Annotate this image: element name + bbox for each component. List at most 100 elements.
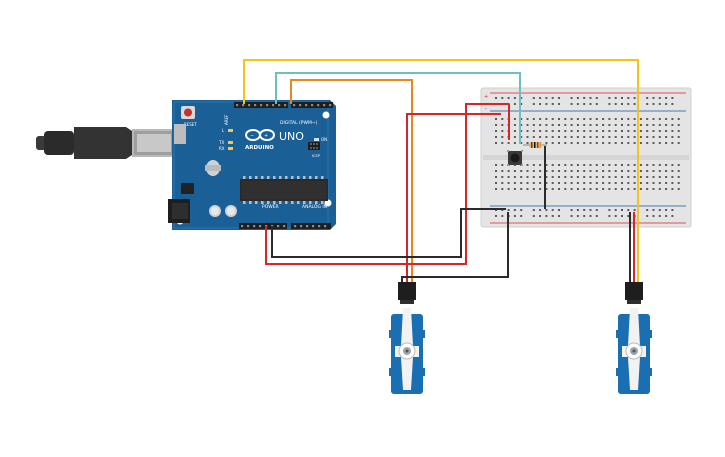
terminal-hole xyxy=(671,188,674,190)
header-pin xyxy=(277,225,280,228)
terminal-hole xyxy=(677,176,680,178)
led-tx xyxy=(228,141,233,144)
wire-red[interactable] xyxy=(406,113,501,284)
terminal-hole xyxy=(621,176,623,178)
terminal-hole xyxy=(564,176,567,178)
arduino-uno-board[interactable]: RESET AREF DIGITAL (PWM~) L TX RX − + AR… xyxy=(168,100,336,230)
header-pin xyxy=(318,225,321,228)
terminal-hole xyxy=(646,182,649,184)
wire-orange[interactable] xyxy=(290,79,413,284)
terminal-hole xyxy=(589,142,592,144)
terminal-hole xyxy=(495,142,497,144)
terminal-hole xyxy=(677,188,680,190)
rail-hole xyxy=(539,215,542,217)
led-l xyxy=(228,129,233,132)
terminal-hole xyxy=(665,176,668,178)
terminal-hole xyxy=(558,188,560,190)
terminal-hole xyxy=(608,118,611,120)
terminal-hole xyxy=(646,118,649,120)
terminal-hole xyxy=(595,182,598,184)
terminal-hole xyxy=(589,130,592,132)
terminal-hole xyxy=(627,136,630,138)
terminal-hole xyxy=(658,142,661,144)
header-pin xyxy=(247,225,250,228)
chip-pin xyxy=(309,201,312,204)
terminal-hole xyxy=(614,118,617,120)
wire-black[interactable] xyxy=(271,208,506,258)
terminal-hole xyxy=(526,176,529,178)
servo-left[interactable] xyxy=(389,282,425,394)
rail-hole xyxy=(558,103,560,105)
rail-hole xyxy=(570,209,573,211)
terminal-hole xyxy=(513,124,516,126)
terminal-hole xyxy=(608,182,611,184)
terminal-hole xyxy=(608,124,611,126)
rail-hole xyxy=(621,103,623,105)
rail-hole xyxy=(551,97,554,99)
rail-hole xyxy=(646,103,649,105)
wire-cyan[interactable] xyxy=(275,72,521,144)
pushbutton[interactable] xyxy=(507,150,523,166)
rail-hole xyxy=(614,209,617,211)
terminal-hole xyxy=(570,124,573,126)
wire-yellow[interactable] xyxy=(243,59,639,284)
terminal-hole xyxy=(576,130,579,132)
header-pin xyxy=(294,225,297,228)
terminal-hole xyxy=(539,170,542,172)
header-pin xyxy=(306,225,309,228)
power-jack[interactable] xyxy=(168,199,190,223)
rail-hole xyxy=(652,215,655,217)
rail-hole xyxy=(614,103,617,105)
terminal-hole xyxy=(526,142,529,144)
terminal-hole xyxy=(646,176,649,178)
terminal-hole xyxy=(658,164,661,166)
terminal-hole xyxy=(602,164,605,166)
wire-red[interactable] xyxy=(265,103,509,265)
rail-hole xyxy=(614,215,617,217)
reset-button[interactable] xyxy=(181,106,195,119)
terminal-hole xyxy=(633,130,636,132)
terminal-hole xyxy=(633,118,636,120)
header-pin xyxy=(272,104,275,107)
rail-hole xyxy=(627,103,630,105)
usb-cable[interactable] xyxy=(36,127,176,159)
terminal-hole xyxy=(602,182,605,184)
chip-pin xyxy=(285,201,288,204)
terminal-hole xyxy=(614,124,617,126)
terminal-hole xyxy=(564,130,567,132)
terminal-hole xyxy=(627,142,630,144)
atmega-chip xyxy=(240,179,328,201)
terminal-hole xyxy=(545,124,548,126)
terminal-hole xyxy=(602,188,605,190)
terminal-hole xyxy=(570,188,573,190)
chip-pin xyxy=(243,176,246,179)
terminal-hole xyxy=(526,136,529,138)
resistor[interactable] xyxy=(523,142,547,148)
wire-black[interactable] xyxy=(401,212,509,284)
rail-hole xyxy=(520,215,523,217)
terminal-hole xyxy=(539,164,542,166)
terminal-hole xyxy=(576,182,579,184)
terminal-hole xyxy=(583,182,586,184)
rail-hole xyxy=(658,209,661,211)
power-header[interactable] xyxy=(239,223,287,229)
chip-pin xyxy=(291,176,294,179)
terminal-hole xyxy=(551,182,554,184)
analog-header[interactable] xyxy=(291,223,331,229)
header-pin xyxy=(312,225,315,228)
rail-hole xyxy=(665,209,668,211)
terminal-hole xyxy=(639,188,642,190)
servo-right[interactable] xyxy=(616,282,652,394)
terminal-hole xyxy=(608,164,611,166)
rail-hole xyxy=(589,103,592,105)
terminal-hole xyxy=(583,136,586,138)
terminal-hole xyxy=(671,142,674,144)
chip-pin xyxy=(243,201,246,204)
terminal-hole xyxy=(576,124,579,126)
terminal-hole xyxy=(545,130,548,132)
header-pin xyxy=(324,225,327,228)
terminal-hole xyxy=(589,188,592,190)
terminal-hole xyxy=(564,182,567,184)
terminal-hole xyxy=(621,188,623,190)
terminal-hole xyxy=(495,188,497,190)
